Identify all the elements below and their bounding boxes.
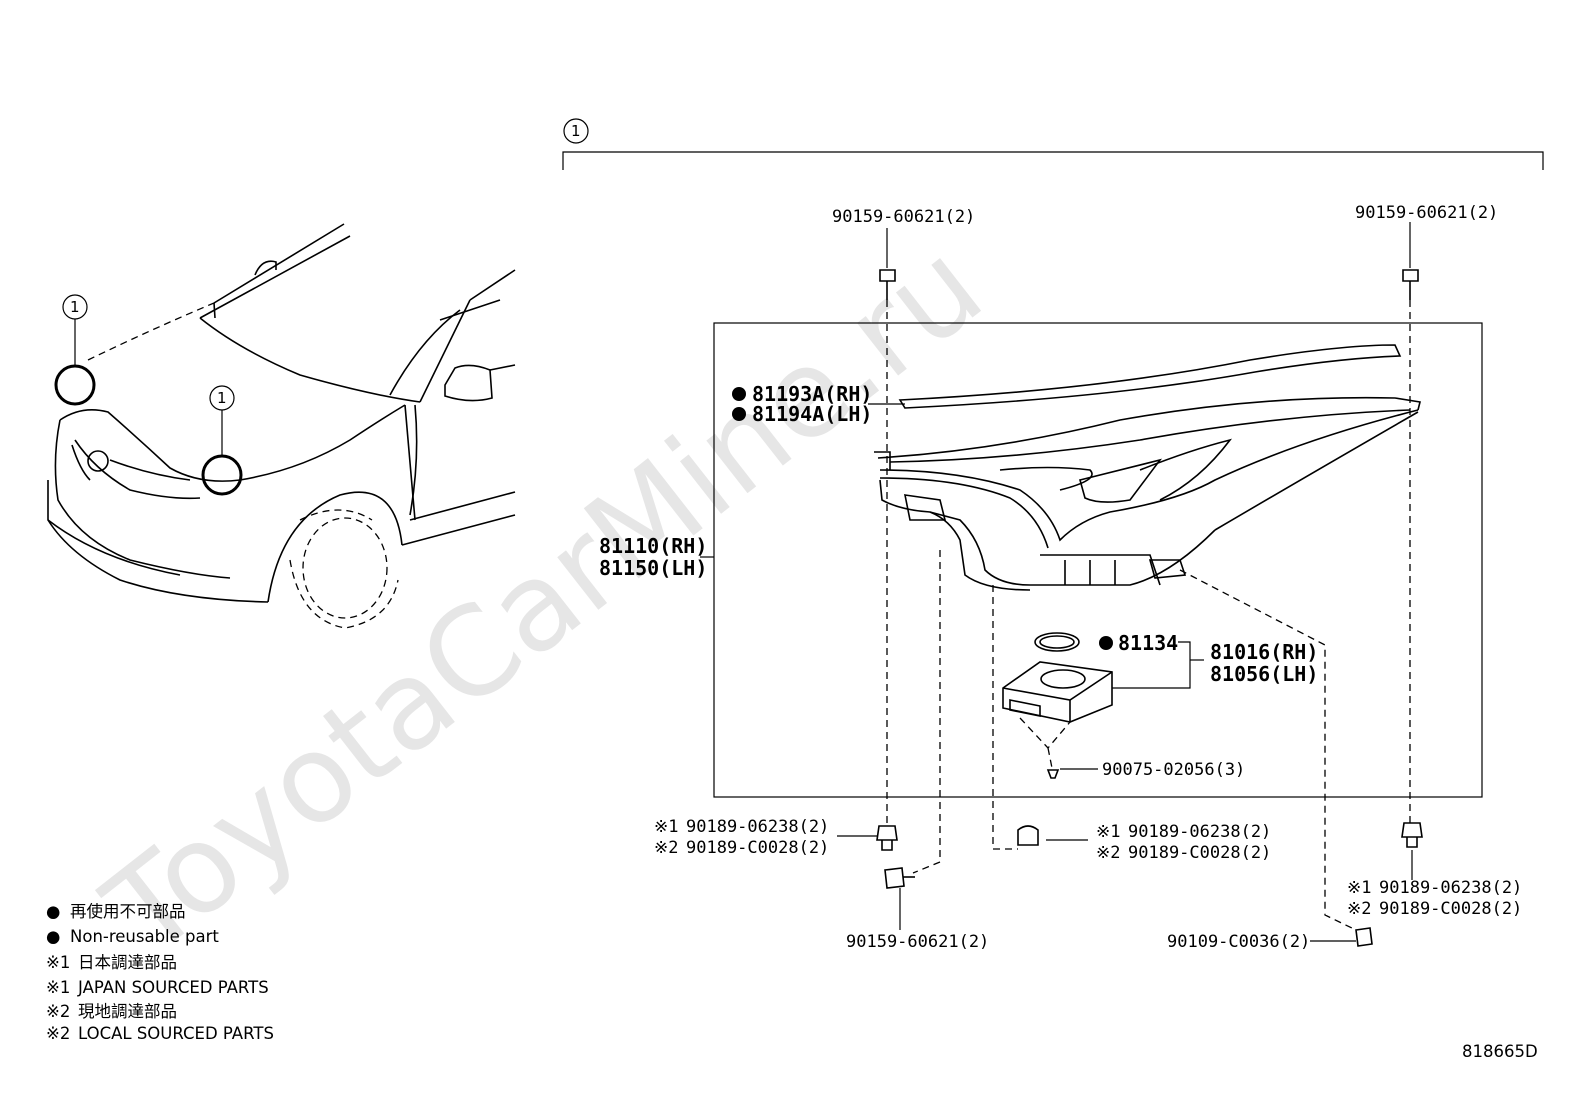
nut-group-center-mark2: ※2: [1096, 843, 1120, 863]
assembly-bracket: 1: [562, 118, 1544, 170]
part-number-bolt-top-left: 90159-60621(2): [832, 207, 975, 227]
part-number-bolt-bottom: 90159-60621(2): [846, 932, 989, 952]
nut-group-center-part1: 90189-06238(2): [1128, 822, 1271, 842]
ballast-computer-drawing: [1002, 632, 1113, 723]
part-number-headlamp-rh: 81110(RH): [599, 534, 707, 558]
legend-symbol-5: ※2: [46, 1002, 70, 1021]
nut-group-right-mark1: ※1: [1347, 878, 1371, 898]
car-callout-markers: 1 1: [54, 294, 243, 496]
nut-group-left-mark1: ※1: [654, 817, 678, 837]
car-callout-number-right: 1: [217, 389, 227, 407]
part-number-gasket-lh: 81194A(LH): [752, 402, 872, 426]
car-front-drawing: [47, 223, 516, 629]
legend-text-3: 日本調達部品: [78, 953, 177, 972]
legend-text-2: Non-reusable part: [70, 927, 219, 946]
legend-symbol-6: ※2: [46, 1024, 70, 1043]
part-number-bolt-bottom-right: 90109-C0036(2): [1167, 932, 1310, 952]
figure-id: 818665D: [1462, 1042, 1538, 1061]
assembly-callout-number: 1: [571, 122, 581, 140]
part-number-computer-lh: 81056(LH): [1210, 662, 1318, 686]
legend-symbol-1: ●: [46, 902, 60, 921]
dashed-leader-lines: [886, 300, 1411, 931]
nut-group-right-part1: 90189-06238(2): [1379, 878, 1522, 898]
car-callout-number-left: 1: [70, 298, 80, 316]
part-number-screw: 90075-02056(3): [1102, 760, 1245, 780]
legend-text-4: JAPAN SOURCED PARTS: [77, 978, 269, 997]
part-number-headlamp-lh: 81150(LH): [599, 556, 707, 580]
legend-text-1: 再使用不可部品: [70, 902, 186, 921]
nut-group-left-mark2: ※2: [654, 838, 678, 858]
nut-group-center-mark1: ※1: [1096, 822, 1120, 842]
part-number-ring: 81134: [1118, 631, 1178, 655]
fastener-drawings: [876, 269, 1423, 947]
part-number-gasket-rh: 81193A(RH): [752, 382, 872, 406]
nut-group-left-part1: 90189-06238(2): [686, 817, 829, 837]
assembly-frame: [713, 322, 1483, 798]
non-reusable-markers: [732, 387, 1113, 650]
nut-group-right-part2: 90189-C0028(2): [1379, 899, 1522, 919]
legend-text-5: 現地調達部品: [78, 1002, 177, 1021]
legend-symbol-4: ※1: [46, 978, 70, 997]
part-number-computer-rh: 81016(RH): [1210, 640, 1318, 664]
legend-symbol-2: ●: [46, 927, 60, 946]
nut-group-right-mark2: ※2: [1347, 899, 1371, 919]
nut-group-left-part2: 90189-C0028(2): [686, 838, 829, 858]
part-number-bolt-top-right: 90159-60621(2): [1355, 203, 1498, 223]
headlamp-assembly-drawing: [874, 344, 1421, 591]
leader-lines: [700, 222, 1413, 942]
nut-group-center-part2: 90189-C0028(2): [1128, 843, 1271, 863]
legend-text-6: LOCAL SOURCED PARTS: [78, 1024, 274, 1043]
legend-symbol-3: ※1: [46, 953, 70, 972]
legend: ● 再使用不可部品 ● Non-reusable part ※1 日本調達部品 …: [46, 902, 274, 1043]
